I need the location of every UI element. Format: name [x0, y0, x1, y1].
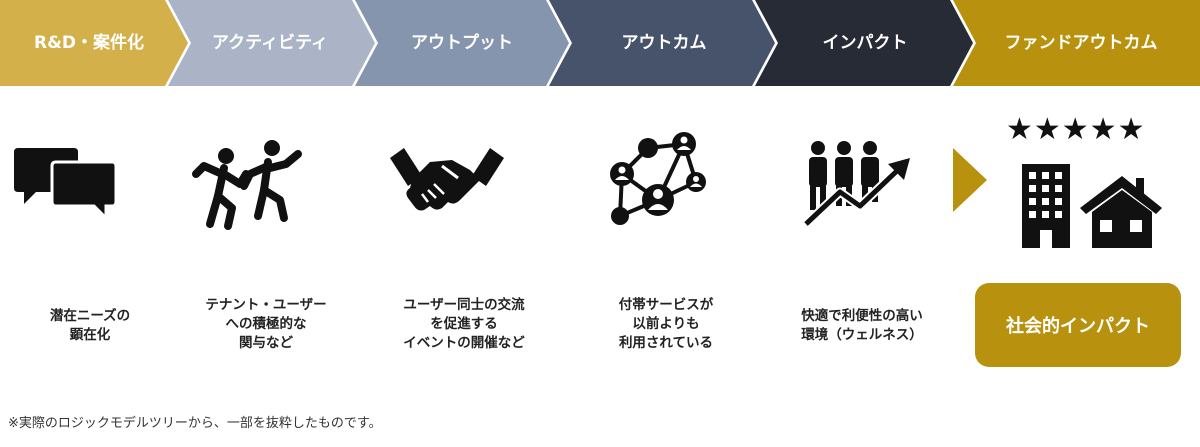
stage-label-rd: R&D・案件化	[33, 33, 145, 53]
network-people-icon	[610, 132, 706, 225]
chevron-stage-5	[755, 0, 973, 86]
speech-bubbles-icon	[14, 148, 118, 220]
social-impact-box: 社会的インパクト	[975, 283, 1181, 367]
arrow-right-icon	[953, 148, 987, 212]
chevron-stage-6	[953, 0, 1200, 86]
chevron-stage-2	[168, 0, 375, 86]
description-rd: 潜在ニーズの 顕在化	[49, 308, 131, 343]
stage-label-outcome: アウトカム	[621, 33, 707, 53]
chevron-stage-1	[0, 0, 188, 86]
handshake-icon	[390, 148, 504, 211]
chevron-stage-4	[549, 0, 775, 86]
stage-chevrons	[0, 0, 1200, 86]
stage-label-impact: インパクト	[822, 33, 908, 53]
footnote: ※実際のロジックモデルツリーから、一部を抜粋したものです。	[8, 416, 382, 431]
description-impact: 快適で利便性の高い 環境（ウェルネス）	[801, 308, 923, 343]
buildings-house-icon	[1022, 164, 1162, 248]
description-output: ユーザー同士の交流 を促進する イベントの開催など	[403, 297, 525, 351]
five-stars-icon: ★★★★★	[1006, 112, 1146, 147]
stage-label-output: アウトプット	[411, 33, 513, 53]
description-activity: テナント・ユーザー への積極的な 関与など	[205, 297, 327, 351]
people-growth-icon	[802, 141, 910, 228]
people-running-icon	[192, 140, 302, 230]
description-outcome: 付帯サービスが 以前よりも 利用されている	[618, 297, 714, 351]
stage-label-fund-outcome: ファンドアウトカム	[1004, 33, 1158, 53]
chevron-stage-3	[355, 0, 569, 86]
stage-label-activity: アクティビティ	[211, 33, 329, 53]
